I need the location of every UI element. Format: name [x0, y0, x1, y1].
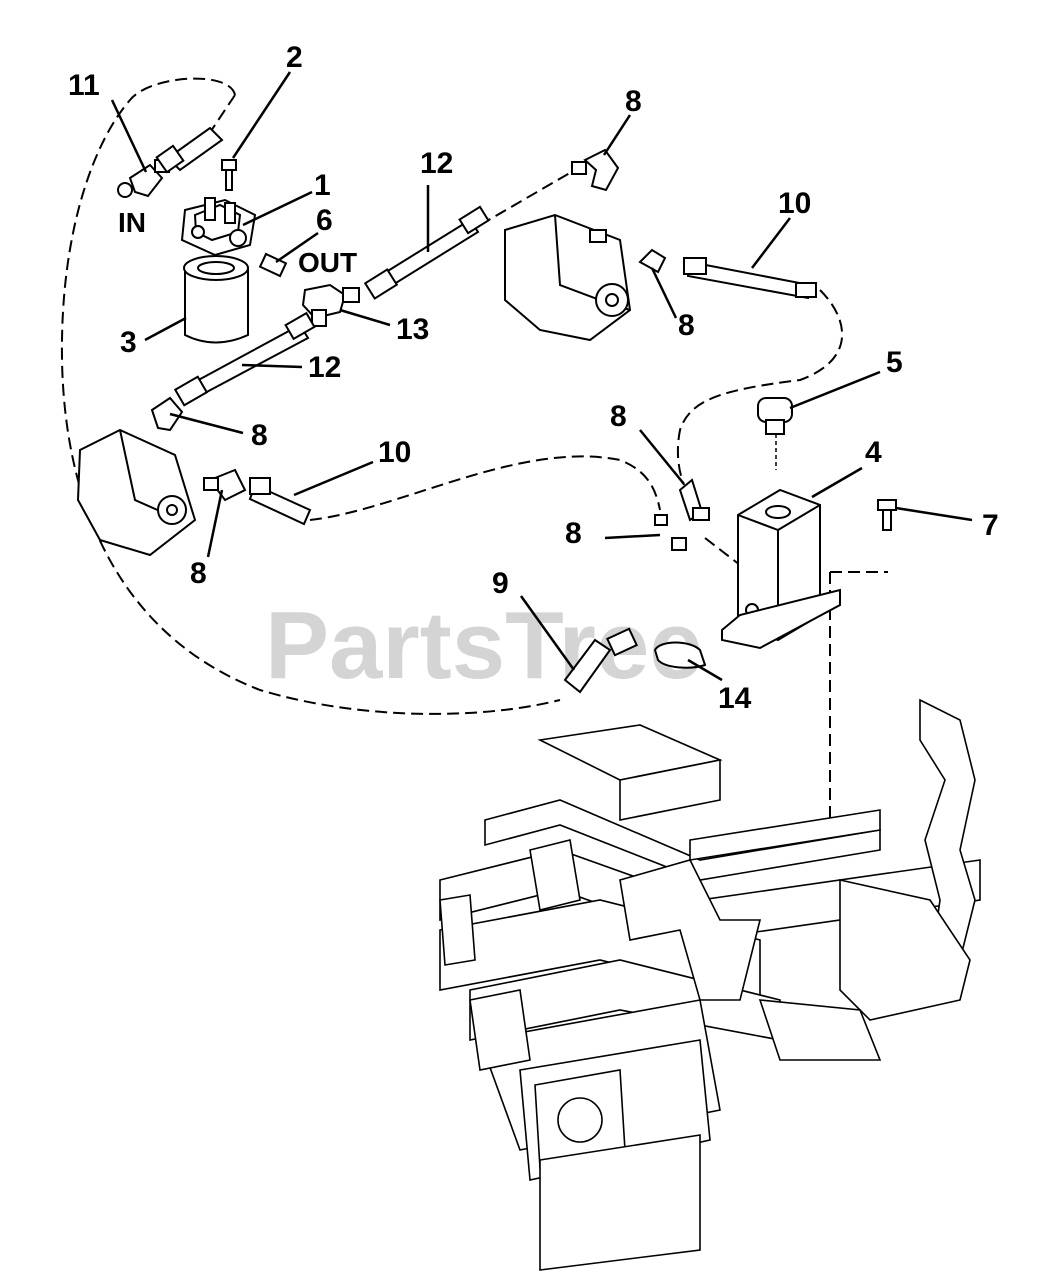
elbow-fitting-lower-left — [203, 468, 247, 502]
callout-10-upper: 10 — [778, 187, 811, 220]
elbow-fitting-top — [571, 148, 620, 192]
callout-3: 3 — [120, 326, 137, 359]
elbow-fitting-tank — [654, 478, 710, 551]
hydraulic-pump-right — [504, 213, 632, 342]
callout-14: 14 — [718, 682, 752, 715]
hose-lower-long — [309, 455, 661, 521]
callout-10-lower: 10 — [378, 436, 411, 469]
callout-1: 1 — [314, 169, 331, 202]
suction-hose — [563, 627, 639, 694]
filter-cartridge — [183, 255, 249, 344]
callout-5: 5 — [886, 346, 903, 379]
hose-assembly-lower — [173, 311, 316, 407]
port-label-in: IN — [118, 207, 146, 238]
callout-6: 6 — [316, 204, 333, 237]
callout-8-lower-left: 8 — [190, 557, 207, 590]
callout-2: 2 — [286, 41, 303, 74]
callout-8-top: 8 — [625, 85, 642, 118]
hose-assembly-10-upper — [683, 257, 817, 300]
filler-cap — [757, 397, 793, 470]
callout-12-lower: 12 — [308, 351, 341, 384]
hose-to-pump-right — [479, 169, 576, 226]
hose-tank-return — [704, 537, 741, 566]
mounting-screw — [877, 499, 897, 531]
tractor-frame — [439, 698, 981, 1271]
callout-9: 9 — [492, 567, 509, 600]
tee-fitting — [301, 283, 360, 327]
callout-8-pump: 8 — [678, 309, 695, 342]
callout-7: 7 — [982, 509, 999, 542]
bolt — [221, 159, 237, 191]
reservoir-tank — [721, 488, 841, 650]
port-label-out: OUT — [298, 247, 357, 278]
callout-8-tank-lower: 8 — [565, 517, 582, 550]
filter-head — [180, 197, 257, 257]
callout-8-tank-upper: 8 — [610, 400, 627, 433]
callout-12-upper: 12 — [420, 147, 453, 180]
callout-13: 13 — [396, 313, 429, 346]
hose-assembly-upper — [363, 205, 490, 300]
callout-4: 4 — [865, 436, 882, 469]
top-hose-fitting — [155, 126, 224, 174]
hydraulic-pump-left — [76, 428, 197, 557]
adapter-fitting — [258, 252, 288, 278]
hose-assembly-10-lower — [248, 477, 312, 526]
hose-right-loop — [676, 289, 843, 486]
leader-lines — [110, 71, 973, 682]
elbow-fitting-left-pump — [150, 396, 184, 432]
callout-8-left: 8 — [251, 419, 268, 452]
callout-11: 11 — [68, 69, 100, 102]
hose-loop-left — [60, 77, 561, 715]
